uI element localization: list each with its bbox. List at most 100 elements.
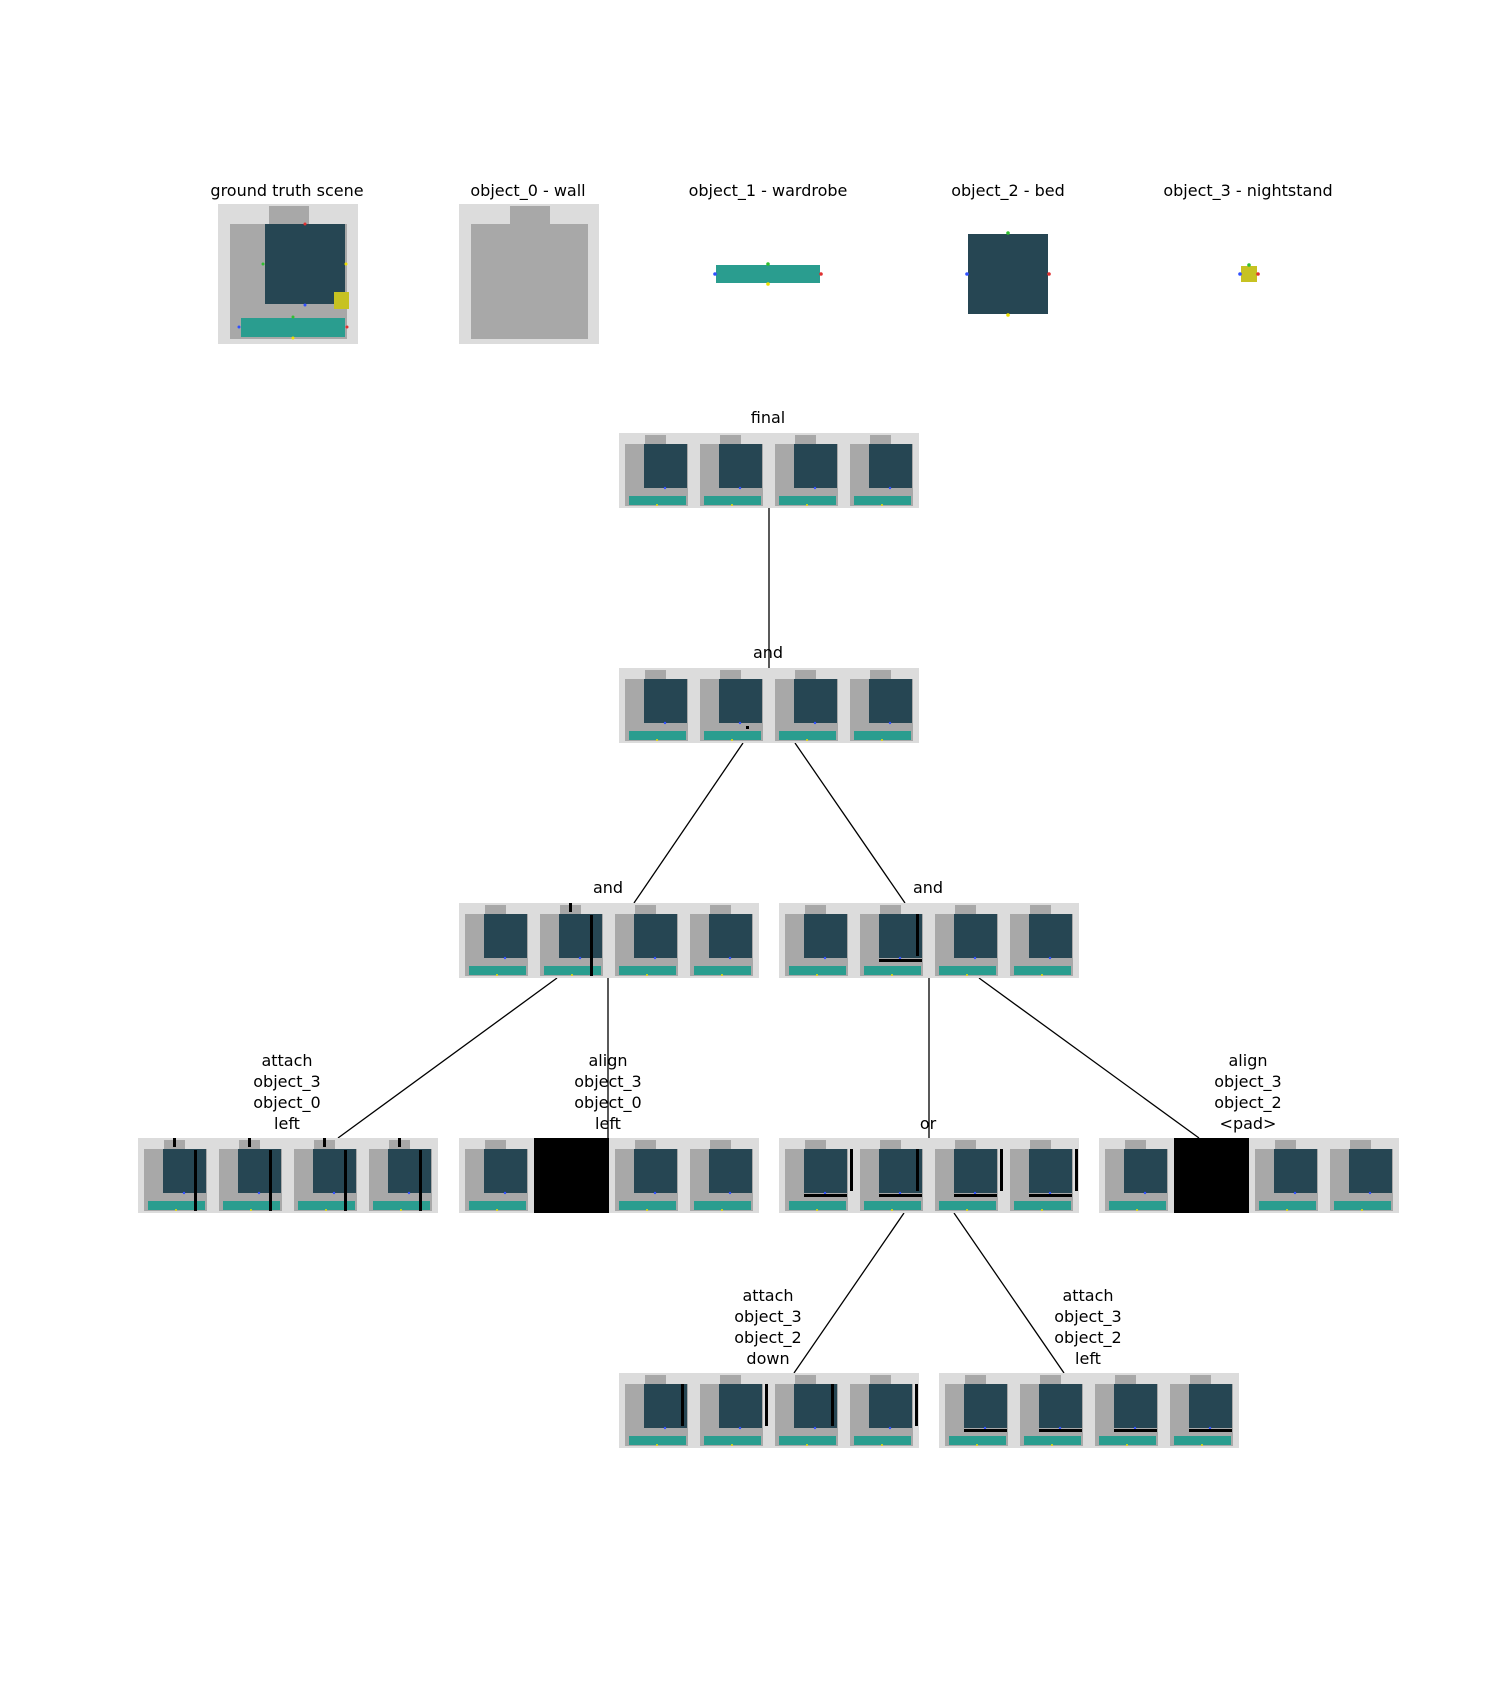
wall-notch bbox=[870, 670, 891, 680]
wardrobe-shape bbox=[704, 731, 761, 740]
wall-notch bbox=[635, 905, 656, 915]
green-tick bbox=[291, 315, 295, 319]
wall-notch bbox=[710, 1140, 731, 1150]
nightstand-marker bbox=[1029, 1194, 1072, 1197]
label-object-nightstand: object_3 - nightstand bbox=[1163, 181, 1333, 200]
nightstand-marker bbox=[590, 915, 593, 976]
tree-edge bbox=[953, 1212, 1065, 1374]
yellow-tick bbox=[806, 504, 808, 506]
wardrobe-shape bbox=[1109, 1201, 1166, 1210]
yellow-tick bbox=[766, 282, 770, 286]
bed-shape bbox=[794, 679, 837, 723]
wall-notch bbox=[795, 670, 816, 680]
wardrobe-shape bbox=[716, 265, 820, 283]
yellow-tick bbox=[881, 504, 883, 506]
wall-notch bbox=[720, 435, 741, 445]
bed-shape bbox=[644, 679, 687, 723]
bed-shape bbox=[869, 1384, 912, 1428]
wardrobe-shape bbox=[223, 1201, 280, 1210]
nightstand-marker bbox=[964, 1429, 1007, 1432]
wall-notch bbox=[805, 1140, 826, 1150]
nightstand-marker bbox=[916, 1149, 919, 1191]
wardrobe-shape bbox=[854, 731, 911, 740]
yellow-tick bbox=[250, 1209, 252, 1211]
nightstand-marker bbox=[1039, 1429, 1082, 1432]
wall-notch bbox=[645, 435, 666, 445]
yellow-tick bbox=[1126, 1444, 1128, 1446]
yellow-tick bbox=[656, 504, 658, 506]
wall-notch bbox=[1190, 1375, 1211, 1385]
blue-tick bbox=[1208, 1426, 1212, 1430]
blue-tick bbox=[823, 1191, 827, 1195]
blue-tick bbox=[888, 486, 892, 490]
yellow-tick bbox=[1041, 974, 1043, 976]
label-object-wall: object_0 - wall bbox=[470, 181, 586, 200]
wall-notch bbox=[1275, 1140, 1296, 1150]
yellow-tick bbox=[496, 974, 498, 976]
bed-shape bbox=[265, 224, 345, 304]
label-ground-truth: ground truth scene bbox=[210, 181, 364, 200]
wall-notch bbox=[880, 1140, 901, 1150]
blue-tick bbox=[813, 721, 817, 725]
blue-tick bbox=[407, 1191, 411, 1195]
bed-shape bbox=[484, 1149, 527, 1193]
wardrobe-shape bbox=[939, 966, 996, 975]
bed-shape bbox=[804, 914, 847, 958]
wardrobe-shape bbox=[373, 1201, 430, 1210]
wall-notch bbox=[870, 435, 891, 445]
nightstand-marker bbox=[681, 1384, 684, 1426]
node-final-strip bbox=[619, 433, 919, 512]
wardrobe-shape bbox=[779, 496, 836, 505]
bed-shape bbox=[954, 914, 997, 958]
yellow-tick bbox=[344, 262, 348, 266]
tree-edge bbox=[793, 1212, 905, 1374]
bed-shape bbox=[1029, 1149, 1072, 1193]
wardrobe-shape bbox=[854, 496, 911, 505]
node-label-and-left: and bbox=[592, 878, 624, 897]
yellow-tick bbox=[966, 1209, 968, 1211]
node-and-left-strip bbox=[459, 903, 759, 982]
red-tick bbox=[1256, 272, 1260, 276]
blue-tick bbox=[182, 1191, 186, 1195]
blue-tick bbox=[237, 325, 241, 329]
nightstand-marker bbox=[765, 1384, 768, 1426]
node-and-right-strip bbox=[779, 903, 1079, 982]
wall-notch bbox=[955, 905, 976, 915]
label-object-wardrobe: object_1 - wardrobe bbox=[688, 181, 848, 200]
bed-shape bbox=[388, 1149, 431, 1193]
bed-shape bbox=[1114, 1384, 1157, 1428]
blue-tick bbox=[738, 721, 742, 725]
bed-shape bbox=[964, 1384, 1007, 1428]
wall-notch bbox=[485, 905, 506, 915]
wardrobe-shape bbox=[298, 1201, 355, 1210]
bed-shape bbox=[794, 1384, 837, 1428]
blue-tick bbox=[983, 1426, 987, 1430]
yellow-tick bbox=[816, 974, 818, 976]
wall-notch bbox=[269, 206, 309, 225]
nightstand-marker bbox=[323, 1138, 326, 1147]
blue-tick bbox=[653, 956, 657, 960]
blue-tick bbox=[332, 1191, 336, 1195]
tree-edge bbox=[794, 742, 906, 904]
yellow-tick bbox=[966, 974, 968, 976]
blue-tick bbox=[503, 956, 507, 960]
wall-notch bbox=[485, 1140, 506, 1150]
wardrobe-shape bbox=[779, 731, 836, 740]
nightstand-object-image bbox=[1179, 204, 1319, 348]
wall-notch bbox=[965, 1375, 986, 1385]
scene-strip bbox=[459, 1138, 759, 1213]
red-tick bbox=[819, 272, 823, 276]
node-and-root-strip bbox=[619, 668, 919, 747]
wardrobe-shape bbox=[469, 966, 526, 975]
bed-shape bbox=[709, 1149, 752, 1193]
bed-shape bbox=[484, 914, 527, 958]
bed-shape bbox=[804, 1149, 847, 1193]
wall-shape bbox=[471, 224, 588, 339]
yellow-tick bbox=[1201, 1444, 1203, 1446]
wardrobe-shape bbox=[789, 966, 846, 975]
bed-shape bbox=[163, 1149, 206, 1193]
wall-object-image bbox=[459, 204, 599, 348]
red-tick bbox=[1047, 272, 1051, 276]
wall-notch bbox=[1030, 1140, 1051, 1150]
node-label-attach-object2-left: attach object_3 object_2 left bbox=[1054, 1286, 1122, 1368]
